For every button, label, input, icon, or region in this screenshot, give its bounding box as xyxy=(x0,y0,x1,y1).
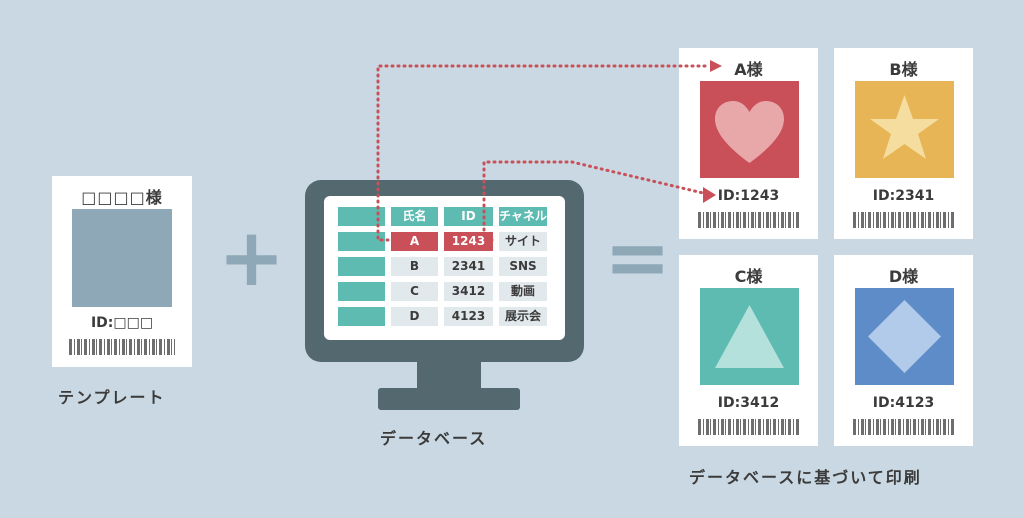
table-cell: C xyxy=(391,282,438,301)
table-cell: B xyxy=(391,257,438,276)
result-card-a: A様 ID:1243 xyxy=(679,48,818,239)
table-cell: A xyxy=(391,232,438,251)
table-cell: サイト xyxy=(499,232,547,251)
star-icon xyxy=(855,81,954,178)
template-caption: テンプレート xyxy=(58,388,166,407)
barcode-icon xyxy=(698,419,799,435)
heart-icon xyxy=(700,81,799,178)
table-cell: 3412 xyxy=(444,282,493,301)
column-header-id: ID xyxy=(444,207,493,226)
triangle-icon xyxy=(700,288,799,385)
column-header-name: 氏名 xyxy=(391,207,438,226)
row-header xyxy=(338,207,385,226)
template-image-placeholder xyxy=(72,209,172,307)
equals-sign: = xyxy=(604,211,672,304)
barcode-icon xyxy=(698,212,799,228)
column-header-channel: チャネル xyxy=(499,207,547,226)
table-cell: 1243 xyxy=(444,232,493,251)
result-title: A様 xyxy=(734,60,763,79)
diamond-icon xyxy=(855,288,954,385)
arrow-name-to-title xyxy=(376,64,710,242)
monitor-base xyxy=(378,388,520,410)
plus-sign: + xyxy=(218,211,286,304)
result-card-d: D様 ID:4123 xyxy=(834,255,973,446)
result-title: D様 xyxy=(888,267,919,286)
table-cell: 2341 xyxy=(444,257,493,276)
table-cell: 動画 xyxy=(499,282,547,301)
barcode-icon xyxy=(853,419,954,435)
arrowhead-icon xyxy=(710,60,722,72)
barcode-icon xyxy=(69,339,175,355)
table-cell: 展示会 xyxy=(499,307,547,326)
result-id-label: ID:1243 xyxy=(717,188,780,204)
template-id-label: ID:□□□ xyxy=(90,315,154,331)
result-title: B様 xyxy=(889,60,918,79)
result-id-label: ID:3412 xyxy=(717,395,780,411)
template-title: □□□□様 xyxy=(81,188,163,207)
results-caption: データベースに基づいて印刷 xyxy=(689,468,922,487)
row-header xyxy=(338,257,385,276)
result-card-c: C様 ID:3412 xyxy=(679,255,818,446)
table-cell: D xyxy=(391,307,438,326)
row-header xyxy=(338,282,385,301)
table-cell: 4123 xyxy=(444,307,493,326)
result-title: C様 xyxy=(734,267,763,286)
arrowhead-icon xyxy=(703,187,716,203)
result-card-b: B様 ID:2341 xyxy=(834,48,973,239)
template-card: □□□□様 ID:□□□ xyxy=(52,176,192,367)
result-id-label: ID:4123 xyxy=(872,395,935,411)
row-header xyxy=(338,232,385,251)
result-id-label: ID:2341 xyxy=(872,188,935,204)
monitor-neck xyxy=(417,360,481,390)
table-cell: SNS xyxy=(499,257,547,276)
arrow-id-to-label xyxy=(482,160,705,242)
database-caption: データベース xyxy=(380,429,488,448)
barcode-icon xyxy=(853,212,954,228)
row-header xyxy=(338,307,385,326)
